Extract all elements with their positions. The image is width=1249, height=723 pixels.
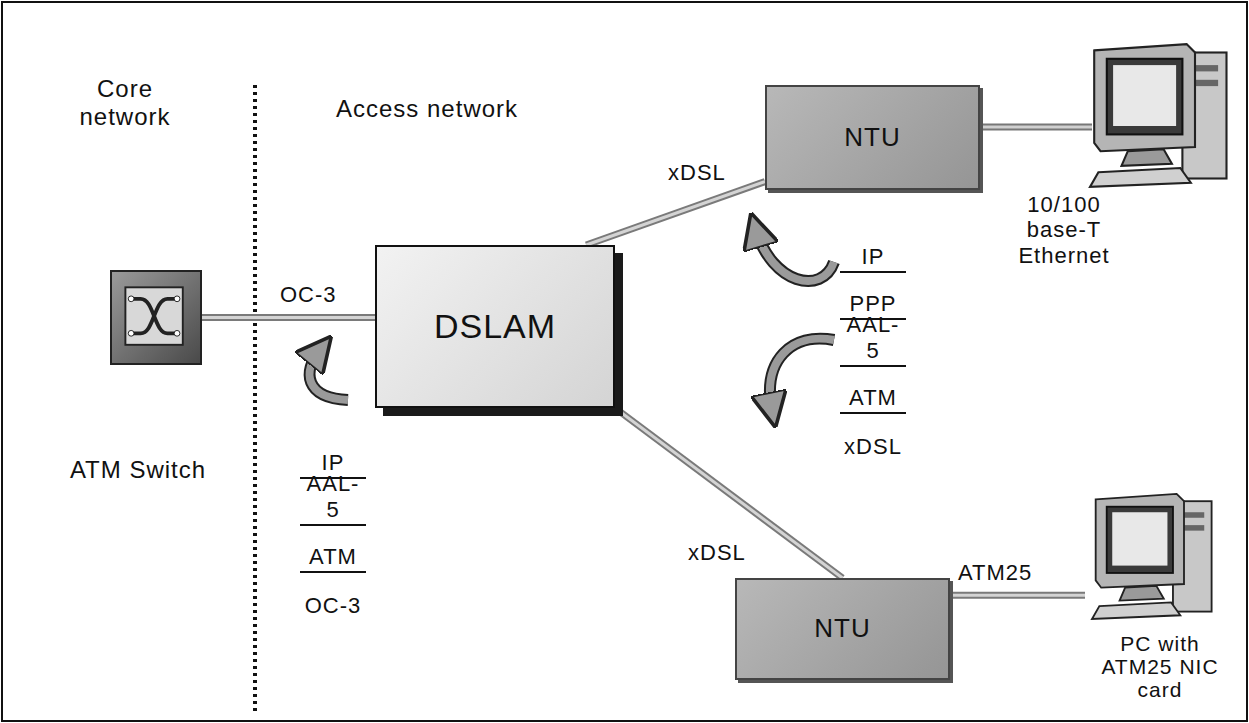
switch-symbol: [112, 272, 200, 363]
protocol-layer: AAL-5: [840, 312, 906, 363]
link-label: ATM25: [958, 560, 1032, 585]
protocol-layer: ATM: [309, 544, 357, 569]
link-line: [950, 595, 1085, 596]
curved-arrow: [310, 350, 348, 400]
region-label: Access network: [336, 95, 518, 123]
ethernet-wire: [980, 127, 1092, 128]
protocol-layer: xDSL: [844, 434, 902, 459]
protocol-layer: OC-3: [305, 593, 362, 618]
pc-illustration: [1092, 494, 1212, 619]
box-label: DSLAM: [434, 307, 556, 346]
protocol-layer: ATM: [849, 385, 897, 410]
curved-arrow: [770, 339, 834, 410]
box-label: NTU: [814, 614, 870, 644]
node-caption: ATM Switch: [58, 457, 218, 483]
link-label: OC-3: [280, 282, 337, 307]
node-caption: PC with ATM25 NIC card: [1085, 632, 1235, 701]
link-label: 10/100 base-T Ethernet: [1006, 192, 1122, 268]
protocol-layer: IP: [322, 450, 345, 475]
protocol-stack: IP PPPAAL-5ATM xDSL: [840, 226, 906, 461]
curved-arrow: [756, 230, 834, 281]
link-line: [586, 182, 765, 245]
protocol-layer: IP: [862, 244, 885, 269]
link-line: [202, 317, 375, 318]
link-label: xDSL: [688, 540, 746, 565]
box-label: NTU: [844, 123, 900, 153]
pc-illustration: [1090, 44, 1227, 187]
dslam-box: DSLAM: [375, 245, 615, 408]
boundary-line: [253, 85, 257, 712]
protocol-stack: IPAAL-5ATM OC-3: [300, 432, 366, 620]
protocol-layer: AAL-5: [300, 471, 366, 522]
pc-node: PC with ATM25 NIC card: [1085, 500, 1235, 630]
atm-switch: ATM Switch: [110, 270, 202, 365]
ntu-box: NTU: [735, 578, 950, 680]
link-label: xDSL: [668, 160, 726, 185]
link-line: [615, 408, 843, 578]
region-label: Core network: [65, 75, 185, 130]
protocol-layer: PPP: [849, 291, 896, 316]
ntu-box: NTU: [765, 85, 980, 190]
